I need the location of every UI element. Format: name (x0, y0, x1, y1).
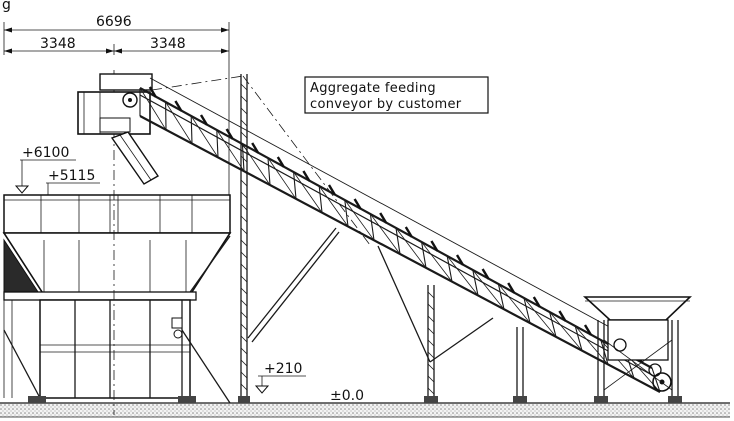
right-half-dimension: 3348 (150, 36, 186, 52)
support-mast (238, 74, 250, 403)
elevation-marker-conveyor-base (254, 375, 306, 394)
corner-mark: g (2, 0, 11, 13)
overall-width-dimension: 6696 (96, 14, 132, 30)
discharge-head (77, 73, 160, 185)
conveyor-supports (247, 227, 527, 403)
dimension-lines (3, 22, 230, 200)
callout-line-2: conveyor by customer (310, 97, 462, 112)
customer-conveyor-callout: Aggregate feeding conveyor by customer (304, 76, 489, 114)
feed-hopper (582, 296, 692, 403)
elevation-ground-label: ±0.0 (330, 388, 364, 404)
callout-line-1: Aggregate feeding (310, 81, 436, 96)
elevation-conveyor-base-label: +210 (264, 361, 302, 377)
elevation-marker-top (14, 159, 76, 194)
batching-plant (2, 70, 232, 415)
elevation-hopper-label: +5115 (48, 168, 95, 184)
ground-line (0, 402, 730, 418)
elevation-top-label: +6100 (22, 145, 69, 161)
left-half-dimension: 3348 (40, 36, 76, 52)
